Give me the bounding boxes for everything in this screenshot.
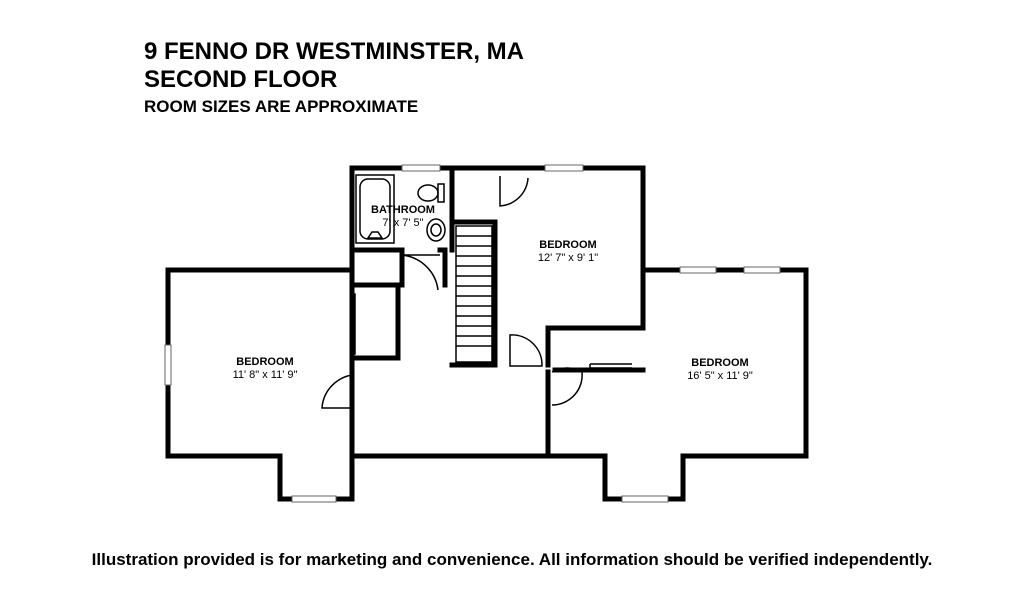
interior-wall bbox=[545, 267, 646, 368]
bedroom-left-label: BEDROOM bbox=[236, 356, 293, 368]
interior-wall bbox=[437, 247, 448, 288]
door bbox=[499, 176, 529, 207]
plan-header: 9 FENNO DR WESTMINSTER, MA SECOND FLOOR … bbox=[144, 38, 524, 118]
bathroom-label: BATHROOM bbox=[371, 204, 435, 216]
window bbox=[743, 266, 781, 274]
bathroom-size: 7' x 7' 5" bbox=[382, 217, 423, 229]
bathtub bbox=[355, 174, 395, 244]
sink bbox=[426, 218, 446, 242]
interior-wall bbox=[349, 247, 405, 288]
outer-wall bbox=[165, 165, 809, 502]
window bbox=[544, 164, 584, 172]
door bbox=[509, 334, 543, 367]
window bbox=[621, 495, 669, 503]
window bbox=[679, 266, 717, 274]
window bbox=[401, 164, 441, 172]
bedroom-center-label: BEDROOM bbox=[539, 239, 596, 251]
door bbox=[399, 254, 440, 291]
bedroom-left-size: 11' 8" x 11' 9" bbox=[233, 369, 298, 381]
disclaimer: Illustration provided is for marketing a… bbox=[91, 550, 933, 569]
window bbox=[291, 495, 337, 503]
closet-door bbox=[589, 363, 632, 369]
staircase bbox=[455, 225, 493, 363]
door bbox=[321, 374, 353, 409]
bedroom-right-size: 16' 5" x 11' 9" bbox=[687, 370, 753, 382]
property-address: 9 FENNO DR WESTMINSTER, MA bbox=[144, 38, 525, 65]
closet-door bbox=[350, 293, 356, 355]
door bbox=[551, 367, 583, 406]
toilet bbox=[417, 183, 445, 203]
room-size-note: ROOM SIZES ARE APPROXIMATE bbox=[144, 97, 419, 116]
floor-level: SECOND FLOOR bbox=[144, 66, 338, 93]
window bbox=[164, 344, 172, 386]
interior-wall bbox=[349, 282, 401, 361]
bedroom-center-size: 12' 7" x 9' 1" bbox=[538, 252, 598, 264]
bedroom-right-label: BEDROOM bbox=[691, 357, 748, 369]
